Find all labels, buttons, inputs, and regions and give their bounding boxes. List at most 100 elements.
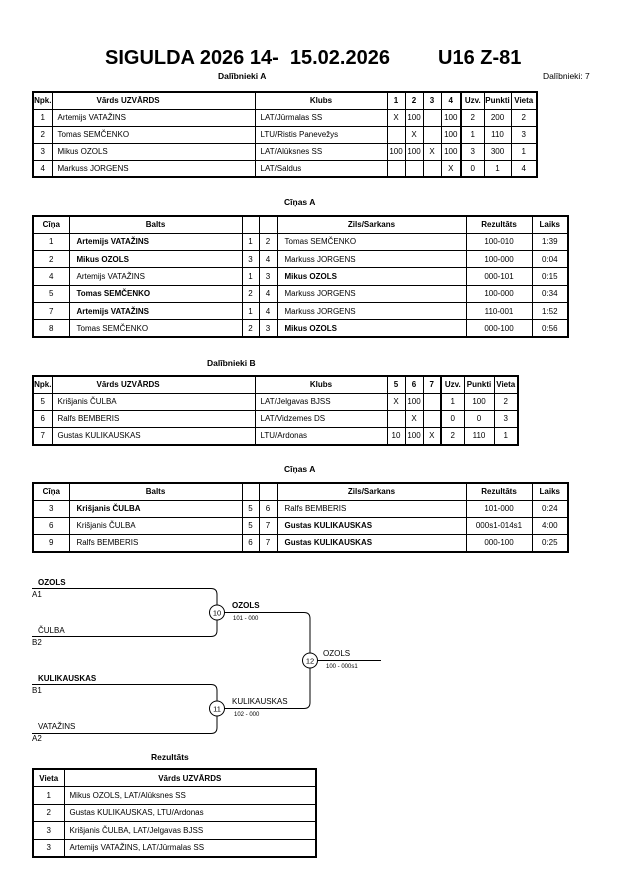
fights-a-header-row: Cīņa Balts Zils/Sarkans Rezultāts Laiks	[32, 215, 569, 234]
fight-time: 0:34	[531, 284, 569, 303]
wins-count: 0	[440, 409, 465, 429]
participant-club: LAT/Jūrmalas SS	[254, 108, 388, 127]
place-value: 1	[493, 427, 519, 446]
blue-competitor: Markuss JORGENS	[276, 301, 467, 321]
match-winner: OZOLS	[232, 601, 260, 610]
pool-a-heading: Dalībnieki A	[218, 71, 267, 81]
match-circle	[302, 652, 318, 669]
bout-score: X	[404, 409, 424, 429]
bout-score: 100	[440, 108, 462, 127]
bout-score	[422, 159, 442, 178]
wins-count: 1	[440, 392, 465, 411]
white-competitor: Krišjanis ČULBA	[68, 516, 243, 536]
fights-b-table: Cīņa Balts Zils/Sarkans Rezultāts Laiks …	[32, 482, 569, 553]
result-place: 3	[32, 838, 65, 858]
blue-competitor: Gustas KULIKAUSKAS	[276, 516, 467, 536]
fight-time: 0:15	[531, 267, 569, 286]
bout-score: 100	[404, 392, 424, 411]
fight-number: 6	[32, 516, 70, 536]
white-competitor: Artemijs VATAŽINS	[68, 301, 243, 321]
bout-score: X	[404, 125, 424, 144]
participant-name: Gustas KULIKAUSKAS	[51, 427, 256, 446]
bracket-entry-name: VATAŽINS	[38, 722, 75, 731]
bout-score	[422, 409, 442, 429]
result-place: 1	[32, 786, 65, 805]
white-header: Balts	[68, 215, 243, 234]
wins-count: 3	[460, 142, 485, 161]
bracket-line-final	[217, 612, 311, 709]
match-number: 10	[213, 609, 221, 618]
bout-score: 100	[404, 142, 424, 161]
bracket-entry-name: OZOLS	[38, 578, 66, 587]
bout-score	[422, 108, 442, 127]
fight-time: 4:00	[531, 516, 569, 536]
club-header: Klubs	[254, 375, 388, 394]
bout-header: 1	[386, 91, 406, 110]
white-competitor: Artemijs VATAŽINS	[68, 232, 243, 252]
bout-header: 5	[386, 375, 406, 394]
blue-competitor-number: 2	[258, 232, 278, 252]
points-total: 110	[483, 125, 512, 144]
event-title: SIGULDA 2026 14- 15.02.2026	[105, 47, 390, 69]
match-score: 102 - 000	[234, 712, 260, 718]
bout-score	[386, 125, 406, 144]
final-bracket: OZOLS A1 ČULBA B2 KULIKAUSKAS B1 VATAŽIN…	[32, 578, 381, 743]
participant-number: 1	[32, 108, 53, 127]
bout-header: 7	[422, 375, 442, 394]
bout-score: X	[386, 392, 406, 411]
blue-competitor-number: 6	[258, 499, 278, 518]
blue-competitor: Gustas KULIKAUSKAS	[276, 534, 467, 553]
participant-number: 7	[32, 427, 53, 446]
bout-score	[404, 159, 424, 178]
pool-b-heading: Dalībnieki B	[207, 358, 256, 368]
blue-competitor-number: 3	[258, 267, 278, 286]
white-competitor-number: 1	[241, 301, 260, 321]
match-winner: OZOLS	[323, 649, 350, 658]
bracket-entry-seed: A2	[32, 734, 42, 743]
points-total: 1	[483, 159, 512, 178]
blue-competitor: Markuss JORGENS	[276, 250, 467, 269]
place-value: 2	[510, 108, 538, 127]
npk-header: Npk.	[32, 91, 53, 110]
points-total: 300	[483, 142, 512, 161]
blue-number-header	[258, 482, 278, 501]
bout-score: 100	[404, 108, 424, 127]
fight-time: 1:52	[531, 301, 569, 321]
fight-time: 0:25	[531, 534, 569, 553]
bracket-entry-name: ČULBA	[38, 626, 65, 635]
blue-competitor-number: 3	[258, 319, 278, 338]
bout-header: 2	[404, 91, 424, 110]
place-value: 2	[493, 392, 519, 411]
fight-number: 5	[32, 284, 70, 303]
bout-score	[422, 392, 442, 411]
fight-result: 000s1-014s1	[465, 516, 533, 536]
fight-header: Cīņa	[32, 215, 70, 234]
fight-result: 110-001	[465, 301, 533, 321]
wins-header: Uzv.	[440, 375, 465, 394]
pool-b-table: Npk. Vārds UZVĀRDS Klubs 5 6 7 Uzv. Punk…	[32, 375, 519, 446]
fight-number: 9	[32, 534, 70, 553]
white-competitor: Artemijs VATAŽINS	[68, 267, 243, 286]
fight-number: 4	[32, 267, 70, 286]
participant-club: LTU/Ristis Panevežys	[254, 125, 388, 144]
fight-result: 000-100	[465, 534, 533, 553]
name-header: Vārds UZVĀRDS	[51, 91, 256, 110]
fight-number: 1	[32, 232, 70, 252]
white-competitor: Ralfs BEMBERIS	[68, 534, 243, 553]
place-value: 3	[493, 409, 519, 429]
white-competitor-number: 1	[241, 267, 260, 286]
points-total: 200	[483, 108, 512, 127]
points-total: 100	[463, 392, 495, 411]
white-competitor-number: 2	[241, 319, 260, 338]
name-header: Vārds UZVĀRDS	[51, 375, 256, 394]
blue-competitor: Mikus OZOLS	[276, 267, 467, 286]
bout-score: X	[386, 108, 406, 127]
blue-competitor-number: 7	[258, 516, 278, 536]
